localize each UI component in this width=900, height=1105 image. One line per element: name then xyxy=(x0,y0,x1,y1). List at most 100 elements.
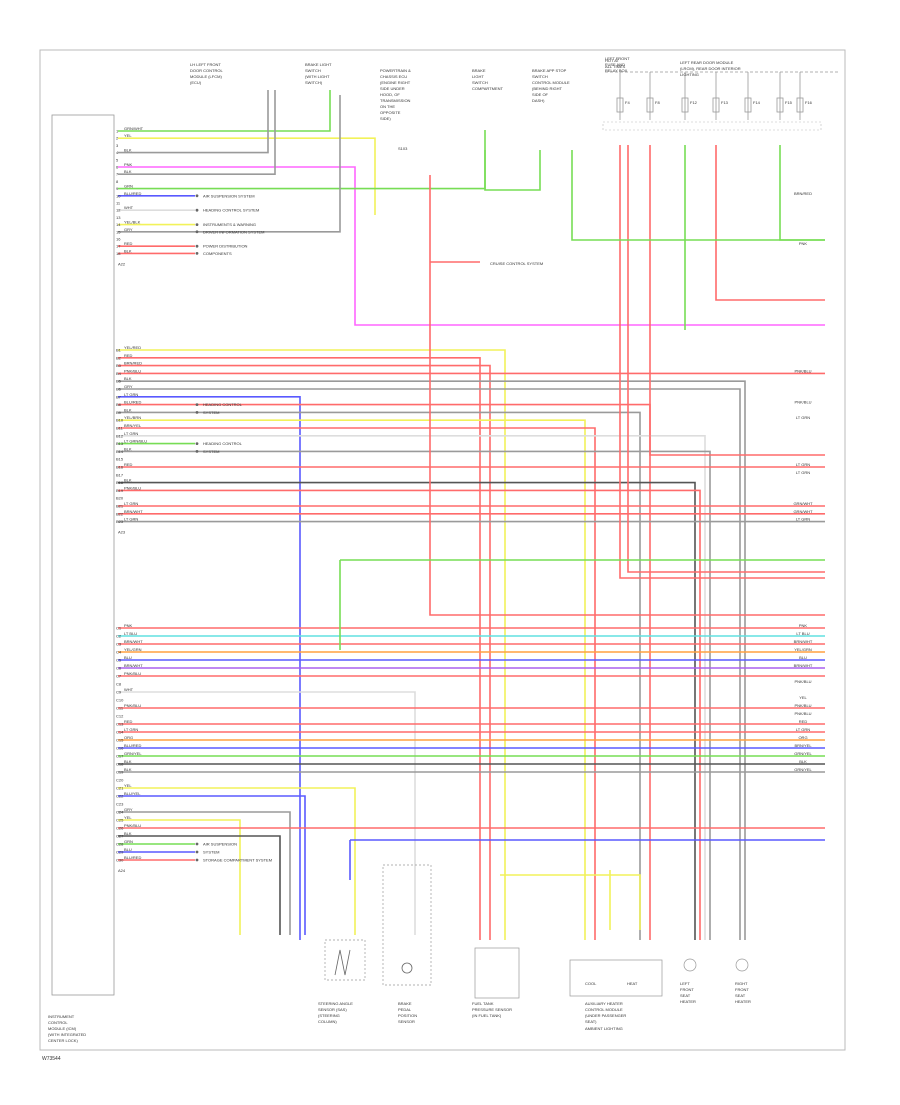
pin-wire-code: LT GRN xyxy=(124,517,138,522)
right-label: ORG xyxy=(798,735,807,740)
left-note: HEADING CONTROL xyxy=(203,402,243,407)
fuse-body xyxy=(744,97,752,113)
pin-number: 2 xyxy=(116,136,119,141)
pin-wire-code: LT GRN xyxy=(124,501,138,506)
pin-number: C27 xyxy=(116,834,124,839)
pin-wire-code: RED xyxy=(124,462,133,467)
right-label: BRN/YEL xyxy=(794,743,812,748)
pin-wire-code: YEL/BLK xyxy=(124,220,141,225)
top-component-line: LIGHTING xyxy=(680,72,699,77)
auxiliary-heater-box xyxy=(569,959,663,997)
fuse-body xyxy=(681,97,689,113)
fuse-bus-label: HOT AT xyxy=(605,58,620,63)
pin-number: B14 xyxy=(116,449,124,454)
pin-wire-code: LT GRN xyxy=(124,727,138,732)
pin-wire-code: RED xyxy=(124,241,133,246)
brake-pedal-switch xyxy=(401,962,413,974)
pin-wire-code: GRN/YEL xyxy=(124,751,142,756)
footer-code: W73544 xyxy=(42,1056,61,1062)
pin-wire-code: GRY xyxy=(124,227,133,232)
right-label: YEL xyxy=(799,695,807,700)
top-component-line: LIGHT xyxy=(472,74,484,79)
note-arrow xyxy=(195,194,199,198)
pin-number: B2 xyxy=(116,355,122,360)
pin-wire-code: LT GRN xyxy=(124,392,138,397)
wire-red-feed xyxy=(429,175,825,616)
pin-wire-code: GRY xyxy=(124,807,133,812)
top-component-line: CONTROL MODULE xyxy=(532,80,570,85)
bottom-component-line: SEAT) xyxy=(585,1019,597,1024)
pin-number: C4 xyxy=(116,650,122,655)
pin-number: C23 xyxy=(116,802,124,807)
right-label: PNK/BLU xyxy=(794,703,811,708)
wire-brake-loop xyxy=(484,150,541,191)
bottom-component-line: SENSOR xyxy=(398,1019,415,1024)
fuse-connector xyxy=(602,121,822,131)
note-arrow xyxy=(195,450,199,453)
fuse-label: F15 xyxy=(785,100,793,105)
pin-wire-code: BLU/RED xyxy=(124,743,141,748)
top-component-line: TRANSMISSION xyxy=(380,98,411,103)
pin-wire-code: BLU xyxy=(124,847,132,852)
wire-B18 xyxy=(118,481,696,940)
pin-number: C30 xyxy=(116,858,124,863)
fuse-label: F16 xyxy=(805,100,813,105)
right-label: LT BLU xyxy=(796,631,809,636)
pin-wire-code: ORG xyxy=(124,735,133,740)
pin-number: B22 xyxy=(116,511,124,516)
pin-wire-code: YEL xyxy=(124,783,132,788)
pin-wire-code: YEL xyxy=(124,133,132,138)
pin-number: 9 xyxy=(116,186,119,191)
seat-heater-symbol xyxy=(683,958,697,972)
top-component-line: SIDE OF xyxy=(532,92,549,97)
connector-code: A23 xyxy=(118,530,126,535)
note-arrow xyxy=(195,252,199,255)
note-arrow xyxy=(195,223,199,227)
wire-B10 xyxy=(118,419,586,940)
bottom-component-line: LEFT xyxy=(680,981,690,986)
mid-node: S103 xyxy=(398,146,408,151)
pin-number: B23 xyxy=(116,519,124,524)
pin-number: 4 xyxy=(116,150,119,155)
wire-C9 xyxy=(118,691,416,935)
wire-4 xyxy=(118,90,269,154)
left-note: SYSTEM xyxy=(203,449,219,454)
wire-fuse-red-2 xyxy=(627,145,825,573)
steering-angle-switch xyxy=(334,949,351,976)
note-arrow xyxy=(195,842,199,846)
pin-wire-code: YEL/RED xyxy=(124,345,141,350)
wire-C27 xyxy=(118,835,281,935)
pin-number: 5 xyxy=(116,157,119,162)
right-label: PNK/BLU xyxy=(794,679,811,684)
fuse-body xyxy=(776,97,784,113)
pin-number: C6 xyxy=(116,666,122,671)
pin-number: 15 xyxy=(116,229,121,234)
pin-number: B11 xyxy=(116,426,124,431)
pin-wire-code: GRN xyxy=(124,839,133,844)
right-label: LT GRN xyxy=(796,727,810,732)
right-label: PNK/BLU xyxy=(794,368,811,373)
note-arrow xyxy=(195,208,199,212)
pin-wire-code: PNK/BLU xyxy=(124,671,141,676)
pin-number: B10 xyxy=(116,418,124,423)
pin-number: B18 xyxy=(116,480,124,485)
pin-number: 7 xyxy=(116,172,119,177)
pin-number: B4 xyxy=(116,371,122,376)
pin-number: 6 xyxy=(116,165,119,170)
wire-B7 xyxy=(118,395,301,940)
fuse-label: F8 xyxy=(655,100,660,105)
pin-wire-code: BLK xyxy=(124,148,132,153)
diagram-frame xyxy=(39,49,846,1051)
left-note: HEADING CONTROL SYSTEM xyxy=(203,208,259,213)
right-label: BLK xyxy=(799,759,807,764)
right-label: BRN/WHT xyxy=(794,663,813,668)
pin-number: B20 xyxy=(116,496,124,501)
right-label: GRN/YEL xyxy=(794,751,812,756)
wire-1 xyxy=(118,90,331,132)
pin-wire-code: BRN/WHT xyxy=(124,663,143,668)
wire-C22 xyxy=(118,795,306,935)
pin-number: C16 xyxy=(116,746,124,751)
pin-wire-code: BRN/YEL xyxy=(124,423,142,428)
pin-wire-code: PNK xyxy=(124,162,133,167)
